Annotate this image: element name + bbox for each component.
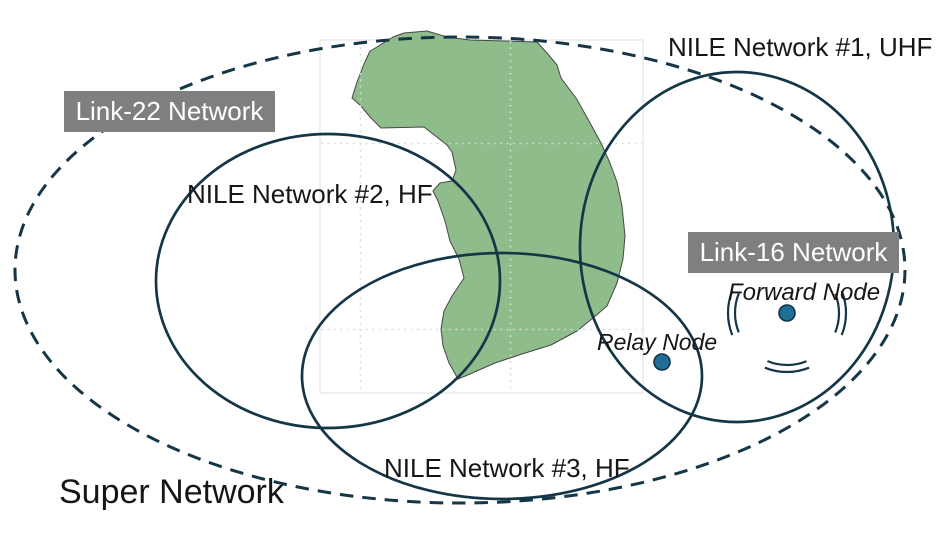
relay-node-label: Relay Node: [597, 329, 718, 355]
map-gridlines: [321, 41, 642, 392]
link16-network-label: Link-16 Network: [688, 232, 899, 273]
link22-network-label: Link-22 Network: [64, 91, 275, 132]
forward-node-label: Forward Node: [728, 279, 881, 306]
landmass-shape: [351, 30, 626, 380]
relay-node-dot: [653, 353, 671, 371]
forward-node-dot: [778, 304, 796, 322]
nile-network-2-label: NILE Network #2, HF: [187, 179, 433, 209]
nile-network-3-label: NILE Network #3, HF: [384, 453, 630, 483]
nile-network-2-ellipse: [154, 132, 502, 430]
nile-network-1-label: NILE Network #1, UHF: [668, 32, 933, 62]
super-network-label: Super Network: [59, 473, 284, 511]
super-network-ellipse: [13, 35, 907, 505]
nile-network-3-ellipse: [300, 251, 704, 501]
